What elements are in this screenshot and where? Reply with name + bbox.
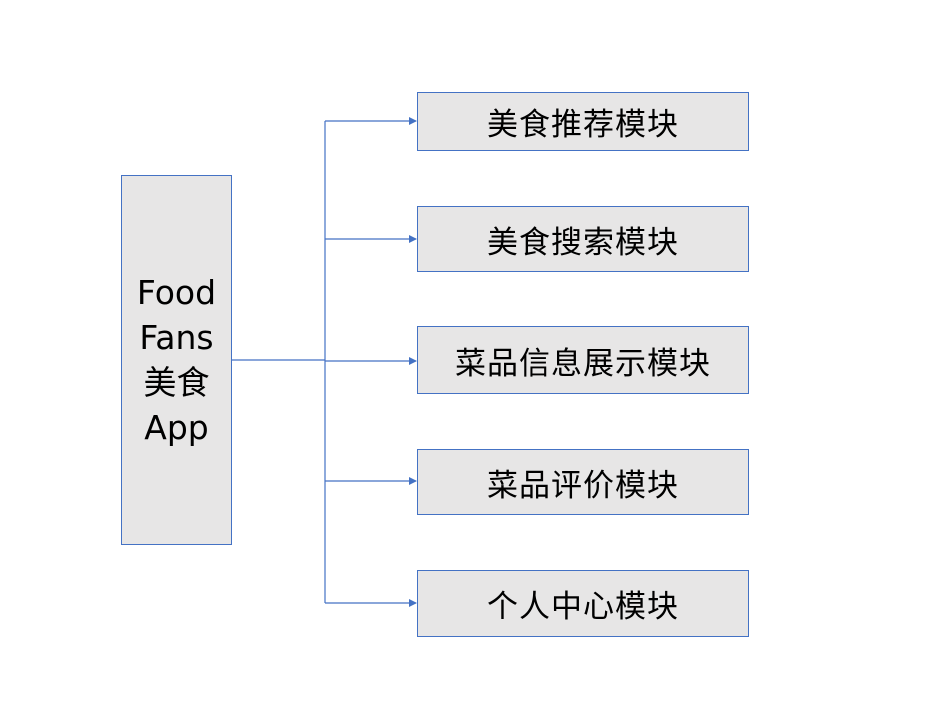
module-label: 菜品信息展示模块 <box>455 345 711 382</box>
module-personal-center: 个人中心模块 <box>417 570 749 637</box>
module-label: 菜品评价模块 <box>487 467 679 504</box>
root-label-line: Food <box>136 273 217 312</box>
module-dish-info-display: 菜品信息展示模块 <box>417 326 749 394</box>
module-dish-review: 菜品评价模块 <box>417 449 749 515</box>
module-label: 美食推荐模块 <box>487 107 679 143</box>
module-label: 美食搜索模块 <box>487 224 679 261</box>
module-food-recommendation: 美食推荐模块 <box>417 92 749 151</box>
module-food-search: 美食搜索模块 <box>417 206 749 272</box>
root-app-box: Food Fans 美食 App <box>121 175 232 545</box>
root-label-line: App <box>144 408 209 447</box>
root-label-line: 美食 <box>143 363 210 402</box>
root-label-line: Fans <box>139 318 214 357</box>
module-label: 个人中心模块 <box>487 589 679 625</box>
